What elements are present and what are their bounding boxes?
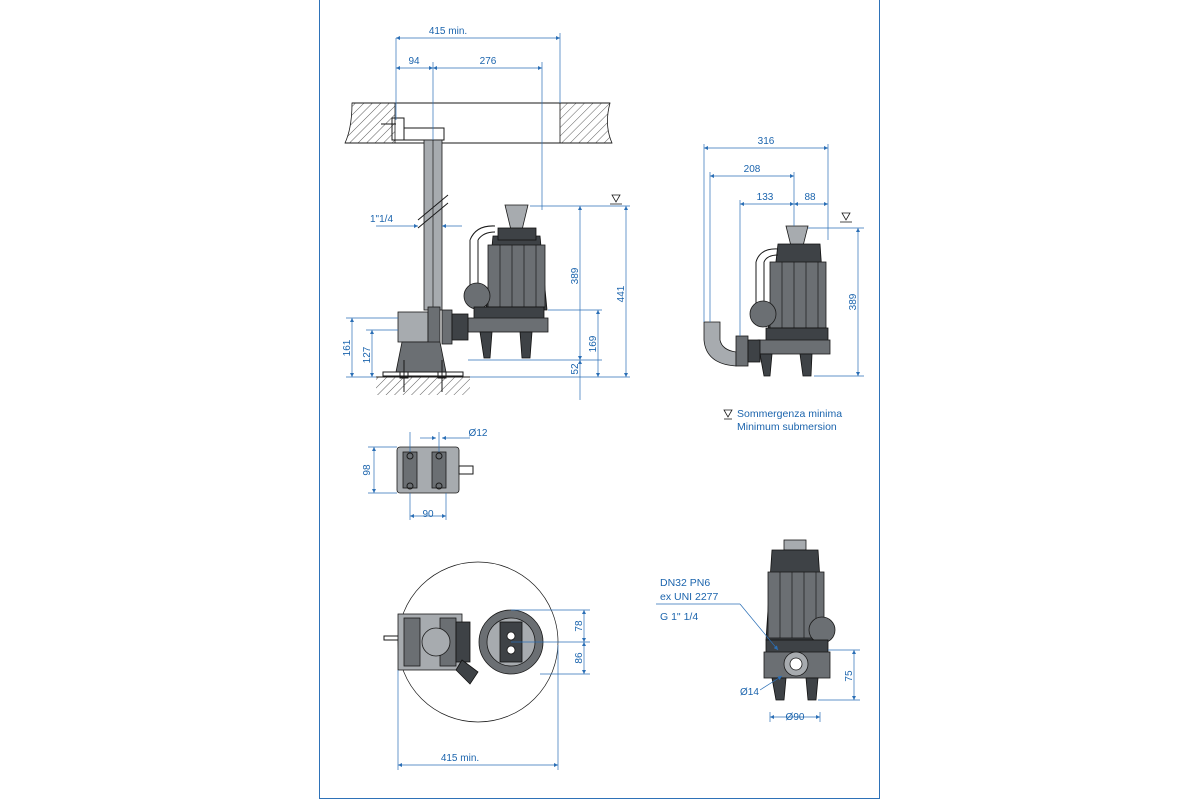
- dimensions-side-view: 415 min. 94 276 1"1/4 389 441 161 127 16…: [342, 26, 630, 400]
- dim-88: 88: [804, 192, 816, 203]
- dim-98: 98: [362, 464, 373, 476]
- dim-127: 127: [362, 346, 373, 363]
- legend-english: Minimum submersion: [737, 421, 837, 433]
- note-uni2277: ex UNI 2277: [660, 591, 719, 603]
- submersion-symbol: [611, 194, 621, 203]
- discharge-elbow-right: [703, 321, 761, 367]
- submersion-legend-icon: [723, 409, 733, 418]
- dim-dia12: Ø12: [469, 428, 488, 439]
- dimensions-foot: Ø12 98 90: [362, 428, 488, 520]
- dim-133: 133: [757, 192, 774, 203]
- pump-side-view-right: 316 208 133 88 389 Sommergenza minima Mi…: [703, 136, 864, 433]
- ceiling-slab-right: [559, 102, 613, 144]
- installation-side-view: 415 min. 94 276 1"1/4 389 441 161 127 16…: [342, 26, 630, 400]
- legend-italian: Sommergenza minima: [737, 408, 842, 420]
- pump-front-view: DN32 PN6 ex UNI 2277 G 1" 1/4 75 Ø14 Ø90: [656, 539, 860, 723]
- ceiling-slab: [344, 102, 396, 144]
- dim-dia90: Ø90: [786, 712, 805, 723]
- dim-208: 208: [744, 164, 761, 175]
- dimensions-plan: 78 86 415 min.: [397, 609, 590, 770]
- dim-dia14: Ø14: [740, 687, 759, 698]
- dim-161: 161: [342, 339, 353, 356]
- dim-90: 90: [422, 509, 434, 520]
- dim-441: 441: [616, 285, 627, 302]
- submersion-legend: Sommergenza minima Minimum submersion: [723, 408, 842, 433]
- top-plan-view: 78 86 415 min.: [383, 561, 590, 770]
- dim-78: 78: [574, 620, 585, 632]
- pump-body-right: [749, 225, 831, 377]
- pump-body-side: [463, 204, 549, 359]
- note-thread: G 1" 1/4: [660, 611, 698, 623]
- dim-pipe-size: 1"1/4: [370, 214, 393, 225]
- dimensions-right-view: 316 208 133 88 389: [703, 136, 864, 377]
- foot-plan-view: Ø12 98 90: [362, 428, 488, 520]
- discharge-foot: [376, 306, 470, 395]
- dim-316: 316: [758, 136, 775, 147]
- dim-169: 169: [588, 335, 599, 352]
- dim-415-min-bottom: 415 min.: [441, 753, 479, 764]
- dim-75: 75: [844, 670, 855, 682]
- note-dn32: DN32 PN6: [660, 577, 710, 589]
- dimensions-front: DN32 PN6 ex UNI 2277 G 1" 1/4 75 Ø14 Ø90: [656, 577, 860, 723]
- dim-389-left: 389: [570, 267, 581, 284]
- dim-415-min-top: 415 min.: [429, 26, 467, 37]
- dim-52: 52: [570, 363, 581, 375]
- dim-389-right: 389: [848, 293, 859, 310]
- dim-276: 276: [480, 56, 497, 67]
- dim-86: 86: [574, 652, 585, 664]
- dim-94: 94: [408, 56, 420, 67]
